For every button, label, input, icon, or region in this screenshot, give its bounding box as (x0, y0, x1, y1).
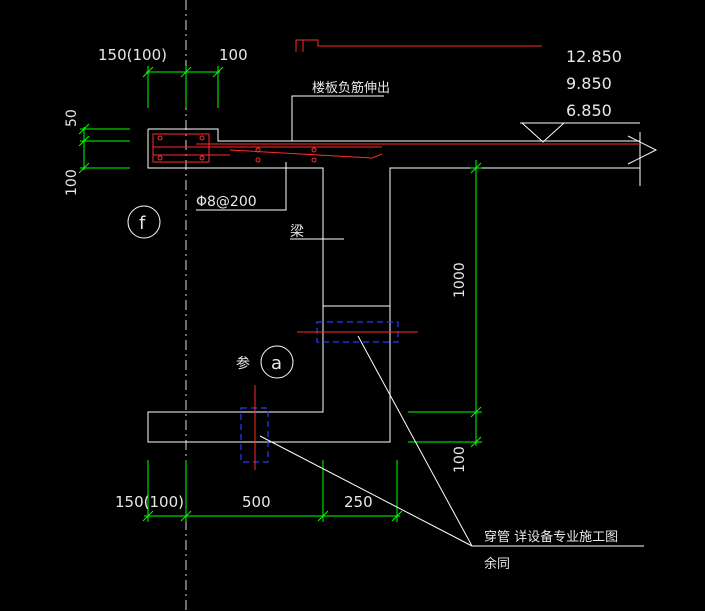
dimension-lines (78, 66, 482, 522)
stirrup-rebar (152, 133, 210, 163)
rebar-dot (157, 135, 163, 141)
rebar-dot (311, 157, 317, 163)
slab-top-edge (148, 128, 640, 142)
elevation-2: 9.850 (566, 74, 612, 93)
axis-circle-f (127, 205, 161, 239)
dim-left-upper: 50 (64, 109, 80, 127)
concrete-outline (147, 128, 658, 443)
elevation-1: 12.850 (566, 47, 622, 66)
pipe-sleeves (240, 321, 418, 470)
break-line (627, 135, 658, 165)
dim-bottom-middle: 500 (242, 493, 271, 511)
rebar-dot (199, 155, 205, 161)
elevation-mark: 12.850 9.850 6.850 (520, 47, 640, 143)
label-beam: 梁 (290, 224, 304, 240)
rebar-dot (157, 155, 163, 161)
detail-circle-a (260, 345, 294, 379)
axis-f-text: f (139, 213, 146, 234)
dim-left-lower: 100 (64, 169, 80, 196)
rebar-dot (255, 157, 261, 163)
slab-bottom-rebar-b (229, 149, 383, 159)
dim-top-left: 150(100) (98, 46, 167, 64)
elevation-3: 6.850 (566, 101, 612, 120)
label-slab-rebar: 楼板负筋伸出 (312, 80, 390, 96)
dim-right-upper: 1000 (452, 262, 468, 298)
dim-right-lower: 100 (452, 446, 468, 473)
rebar-group (152, 39, 640, 163)
detail-a-text: a (271, 353, 282, 374)
rebar-dot (199, 135, 205, 141)
annotations: 楼板负筋伸出 Φ8@200 梁 f 参 a 穿管 详设备专业施工图 余同 (127, 80, 644, 572)
rebar-dot (311, 147, 317, 153)
dim-top-right: 100 (219, 46, 248, 64)
label-pipe-line1: 穿管 详设备专业施工图 (484, 529, 618, 545)
dim-bottom-right: 250 (344, 493, 373, 511)
dim-bottom-left: 150(100) (115, 493, 184, 511)
wall-profile (147, 129, 640, 443)
label-pipe-line2: 余同 (484, 556, 510, 572)
rebar-dot (255, 147, 261, 153)
label-ref: 参 (236, 355, 250, 372)
label-stirrup: Φ8@200 (196, 194, 257, 210)
elevation-flag-red (295, 39, 542, 52)
